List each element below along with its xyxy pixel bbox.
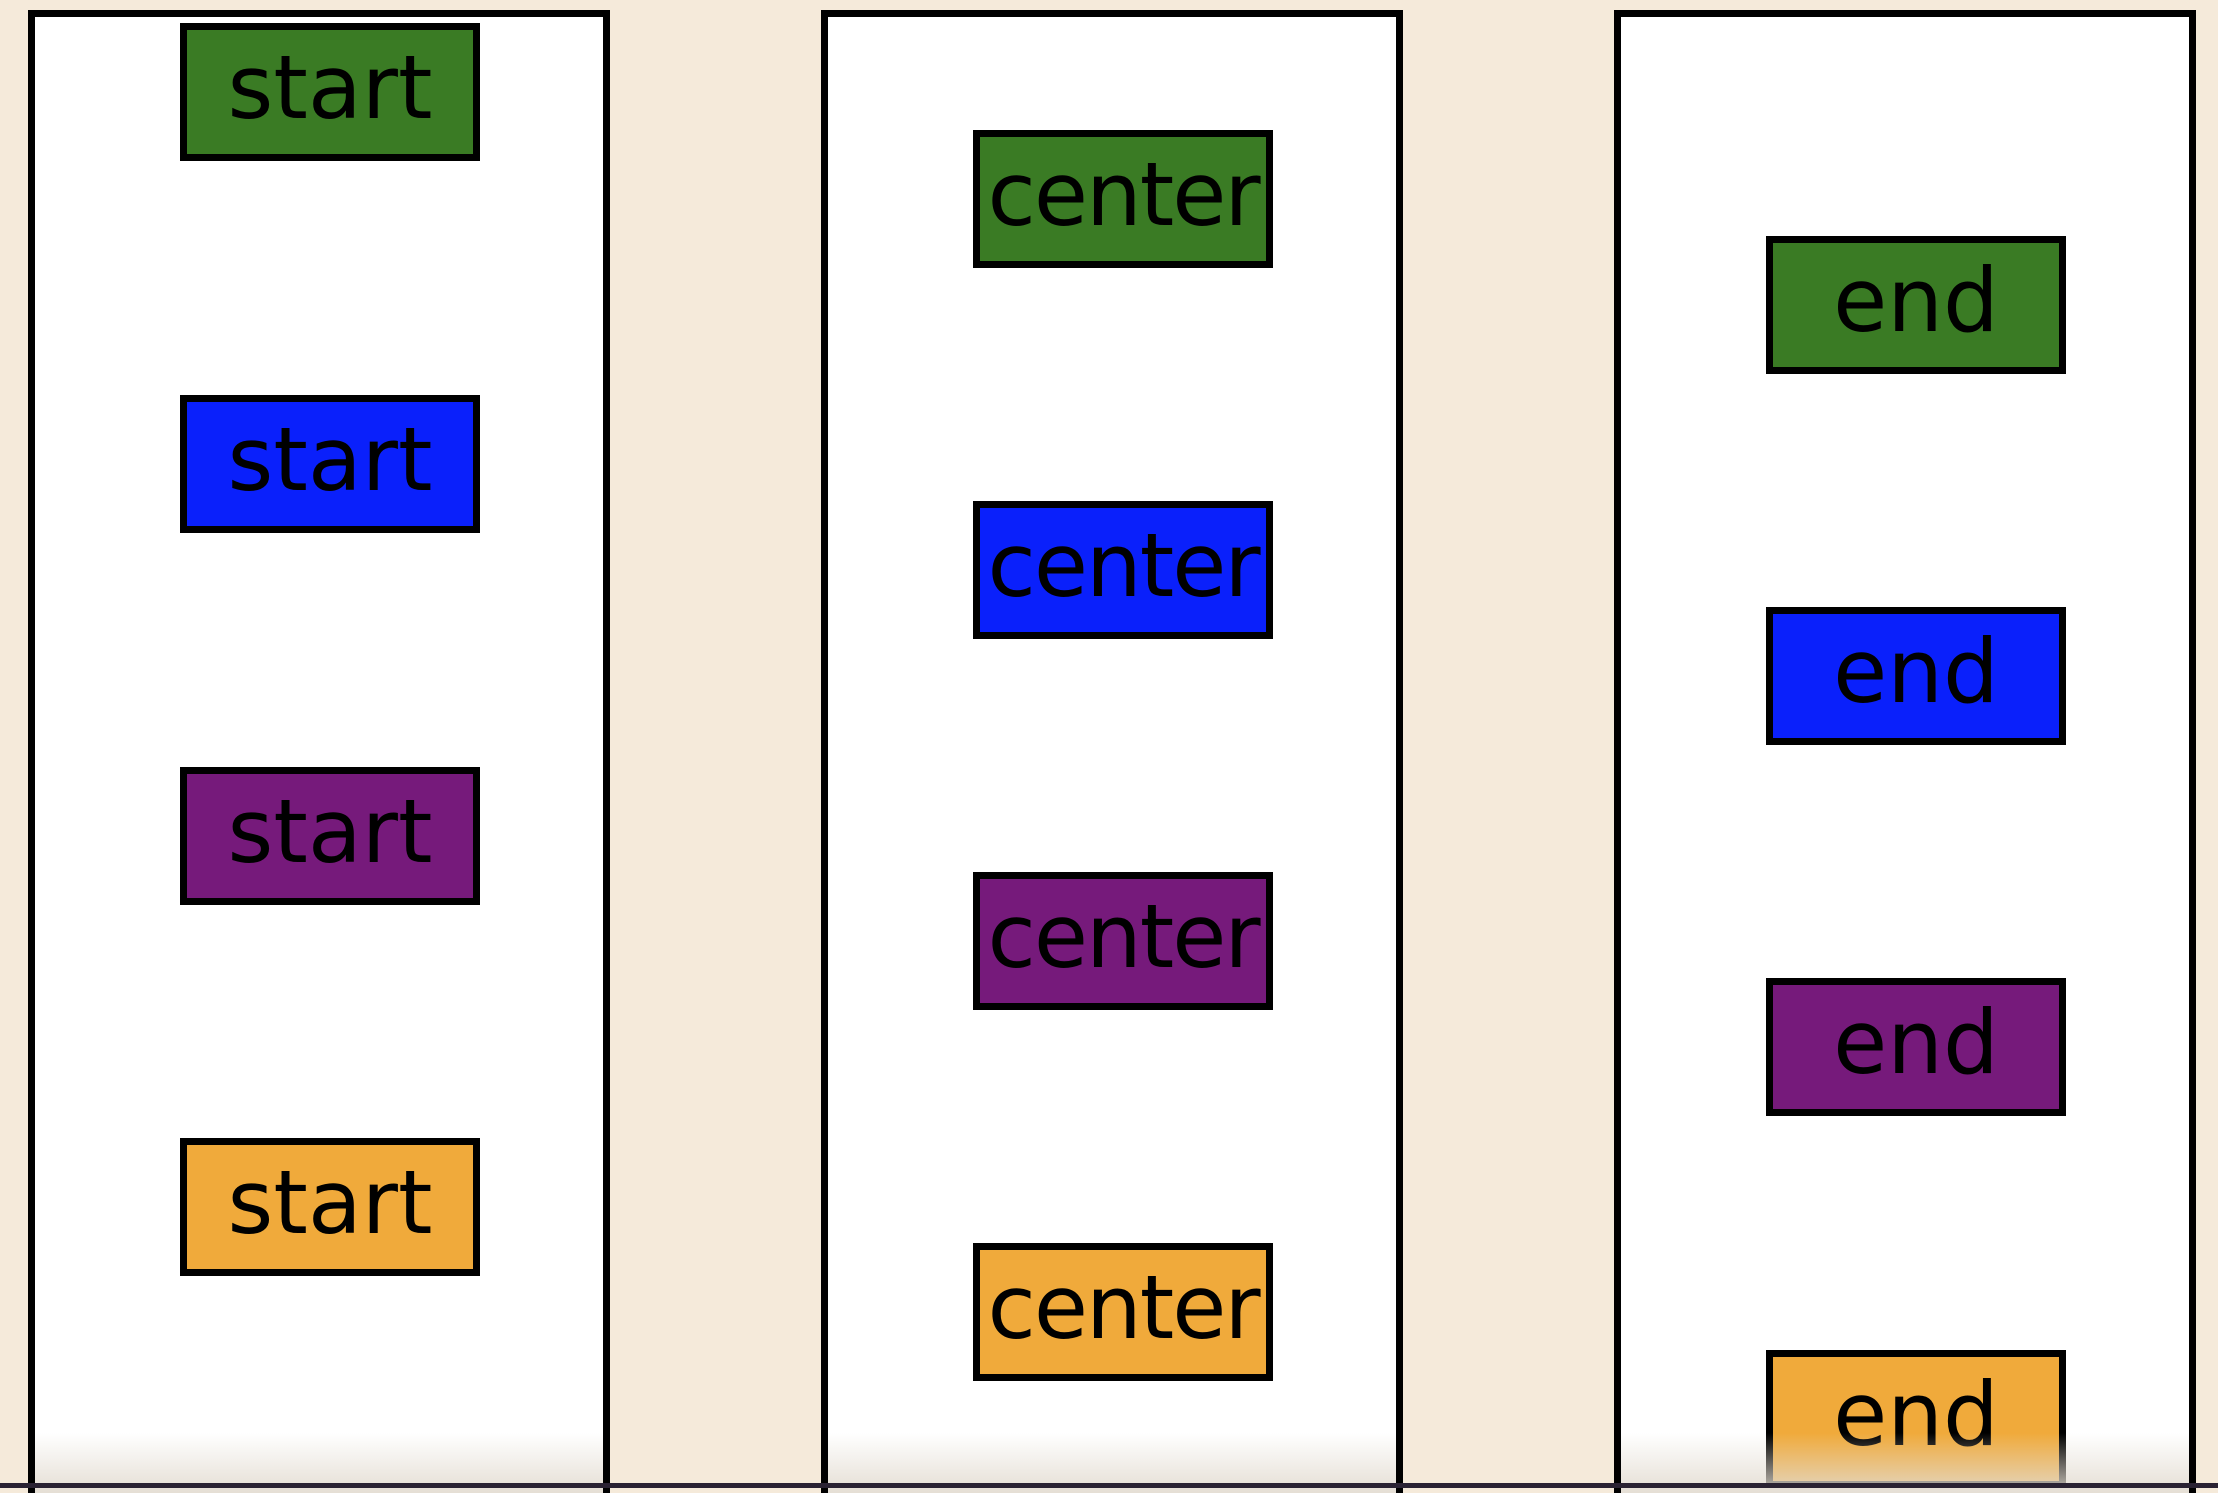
end-box-green: end	[1766, 236, 2066, 374]
align-start-column: start start start start	[28, 10, 610, 1493]
start-box-blue: start	[180, 395, 480, 533]
end-box-orange: end	[1766, 1350, 2066, 1488]
align-end-column: end end end end	[1614, 10, 2196, 1493]
bottom-border	[0, 1483, 2218, 1488]
end-box-blue: end	[1766, 607, 2066, 745]
center-box-blue: center	[973, 501, 1273, 639]
center-box-purple: center	[973, 872, 1273, 1010]
start-box-orange: start	[180, 1138, 480, 1276]
start-box-green: start	[180, 23, 480, 161]
start-box-purple: start	[180, 767, 480, 905]
center-box-green: center	[973, 130, 1273, 268]
align-center-column: center center center center	[821, 10, 1403, 1493]
end-box-purple: end	[1766, 978, 2066, 1116]
center-box-orange: center	[973, 1243, 1273, 1381]
